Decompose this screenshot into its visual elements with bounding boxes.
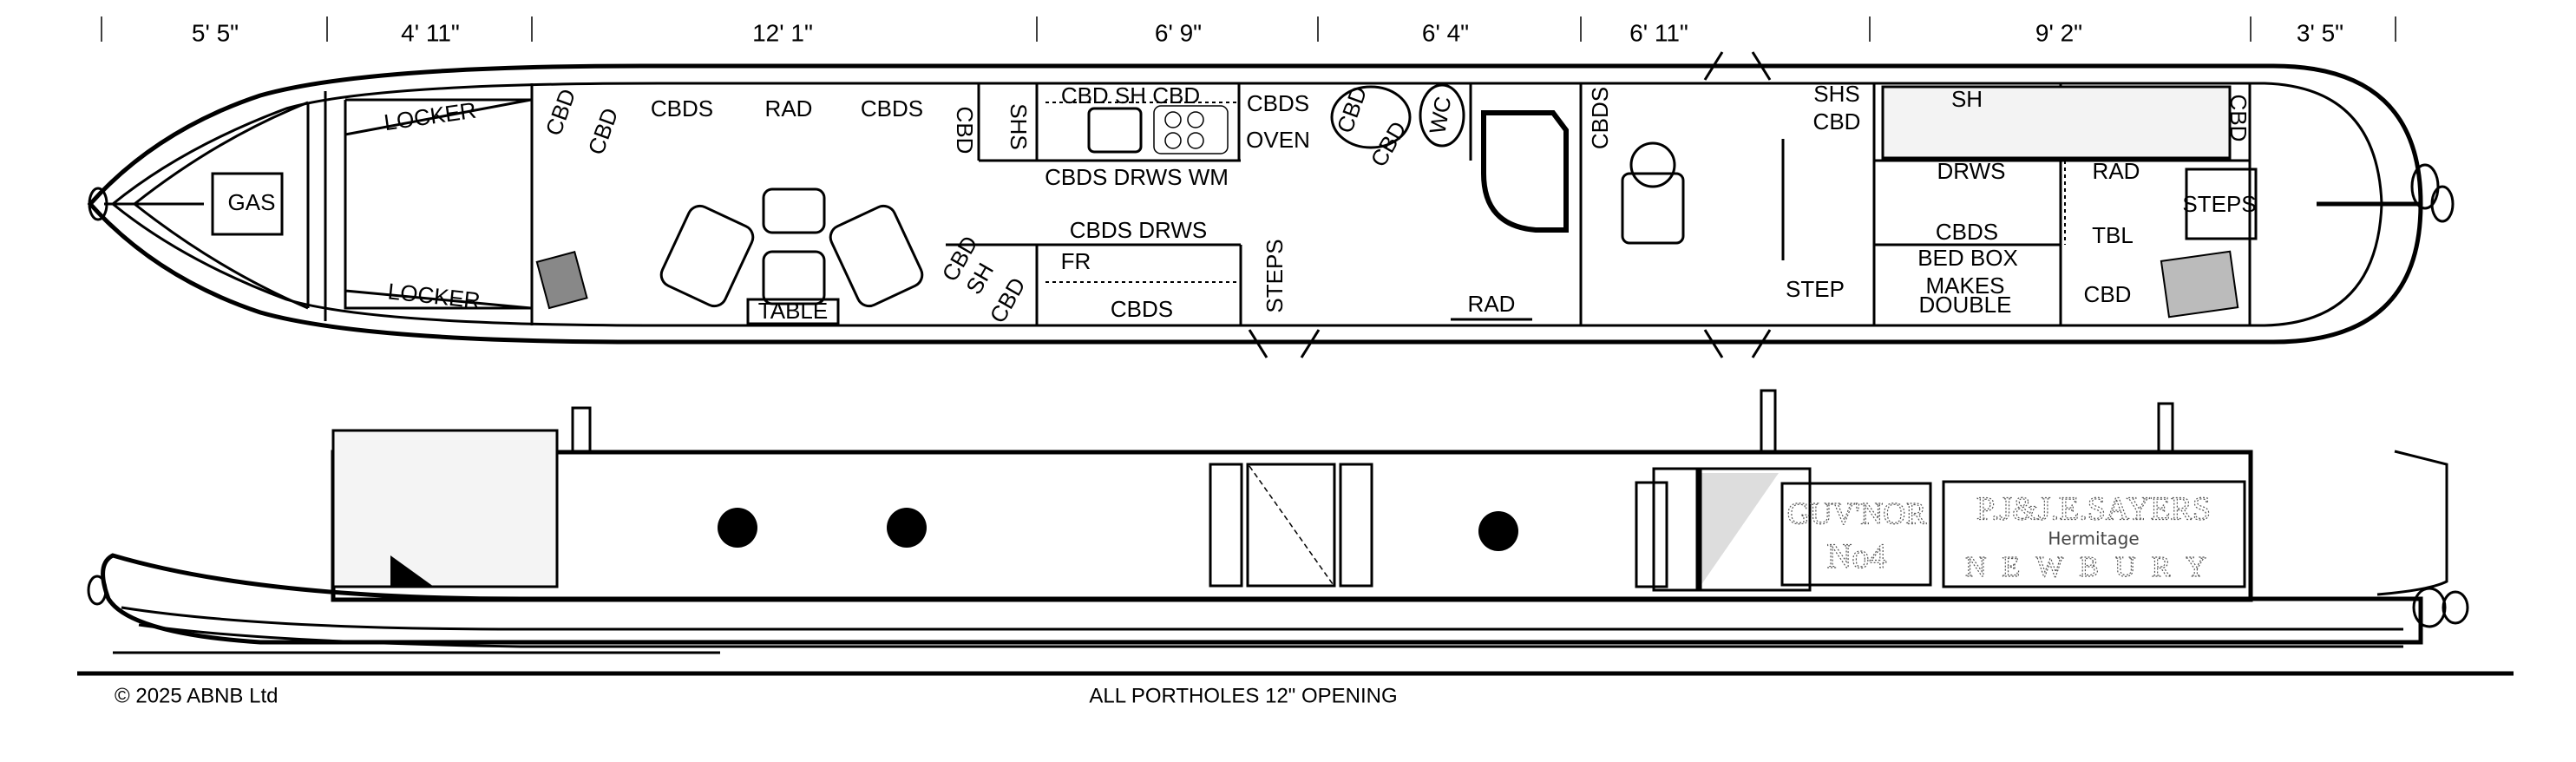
shs-label: SHS [1006,103,1032,149]
cbds-label: CBDS [1936,219,1998,245]
porthole-icon [887,508,927,548]
gas-locker [211,172,284,236]
side-hatch [1209,463,1373,588]
rad-label: RAD [1468,291,1516,317]
makes-label: MAKES [1925,273,2004,299]
stern-fender-icon [2412,587,2447,628]
rubbing-strake [121,606,2403,648]
cbds-drws-label: CBDS DRWS [1070,217,1207,243]
owner-panel [1942,480,2246,588]
bow-fender-icon [87,575,108,606]
cbds-label: CBDS [1587,87,1613,149]
chimney [1760,389,1777,455]
cratch-opening [390,555,434,587]
locker-top-label: LOCKER [383,97,478,136]
hob-icon [1153,105,1229,154]
chimney [2157,402,2174,454]
chimney [571,406,592,455]
cbd-label: CBD [1332,82,1373,136]
rad-label: RAD [2093,158,2140,184]
steps-label: STEPS [1262,239,1288,312]
dimension-bar: 5' 5" 4' 11" 12' 1" 6' 9" 6' 4" 6' 11" 9… [101,16,2396,46]
side-elevation: GUV'NOR No4 P.J&J.E.SAYERS Hermitage NEW… [77,389,2514,676]
cbd-label: CBD [952,107,978,154]
boat-name-panel [1780,482,1932,587]
rear-steps [2185,168,2258,240]
saloon-chairs [659,187,924,308]
boat-name-text: GUV'NOR [1787,496,1927,530]
owner-text: P.J&J.E.SAYERS [1976,491,2211,528]
wc-label: WC [1424,95,1456,136]
shower-tray [1481,110,1569,233]
cbd-label: CBD [2084,281,2132,307]
hull-side [101,553,2423,645]
town-text: NEWBURY [1965,551,2222,583]
table-label: TABLE [758,298,828,324]
cbds-label: CBDS [1111,296,1173,322]
stern-fender-icon [2442,590,2469,625]
copyright-text: © 2025 ABNB Ltd [115,684,278,707]
drws-label: DRWS [1937,158,2006,184]
stove-icon [2160,250,2239,319]
cbd-label: CBD [2225,95,2252,142]
dimension-label: 6' 9" [1155,19,1202,46]
rear-doors [1635,467,1812,592]
cbd-label: CBD [1813,108,1861,135]
dimension-label: 12' 1" [752,19,813,46]
cbds-label: CBDS [651,95,713,122]
dimension-label: 4' 11" [401,19,460,46]
oven-label: OVEN [1246,127,1310,153]
wc-icon [1419,83,1465,148]
cratch-cover [331,429,559,588]
porthole-icon [718,508,757,548]
cbd-label: CBD [541,85,581,139]
rad-label: RAD [765,95,813,122]
steps-label: STEPS [2182,191,2256,217]
cbd-sh-cbd-label: CBD SH CBD [1061,82,1200,108]
cbd-label: CBD [1365,117,1411,172]
locker-outlines [344,98,532,310]
stern-fender-icon [2430,185,2455,223]
cbds-drws-wm-label: CBDS DRWS WM [1045,164,1229,190]
porthole-icon [1478,511,1518,551]
place-text: Hermitage [2048,529,2139,549]
cbds-label: CBDS [1247,90,1309,116]
fr-label: FR [1061,248,1091,274]
bed-box-label: BED BOX [1917,245,2018,271]
table [746,298,840,325]
double-label: DOUBLE [1919,292,2012,318]
side-hatch-doors [1248,51,1772,358]
toilet-cassette-icon [1330,85,1412,149]
step-label: STEP [1786,276,1845,302]
bathroom-basin [1621,139,1785,260]
sink-icon [1087,107,1143,154]
tbl-label: TBL [2092,222,2134,248]
boat-number-text: No4 [1827,536,1887,575]
stove-icon [535,251,588,310]
tiller-arm [2376,450,2448,596]
dimension-label: 3' 5" [2297,19,2343,46]
cbds-label: CBDS [861,95,923,122]
dimension-label: 5' 5" [192,19,239,46]
dimension-ticks [101,16,2396,42]
dimension-label: 6' 4" [1422,19,1469,46]
gas-label: GAS [228,189,276,215]
bed-mattress [1881,85,2232,160]
plan-view: GAS LOCKER LOCKER TABLE [87,51,2455,358]
sh-label: SH [1951,86,1983,112]
dimension-label: 9' 2" [2035,19,2082,46]
cbd-label: CBD [583,104,624,158]
shs-label: SHS [1813,81,1859,107]
dimension-label: 6' 11" [1629,19,1688,46]
stern-fender-icon [2410,163,2440,210]
porthole-note: ALL PORTHOLES 12" OPENING [1089,684,1397,707]
